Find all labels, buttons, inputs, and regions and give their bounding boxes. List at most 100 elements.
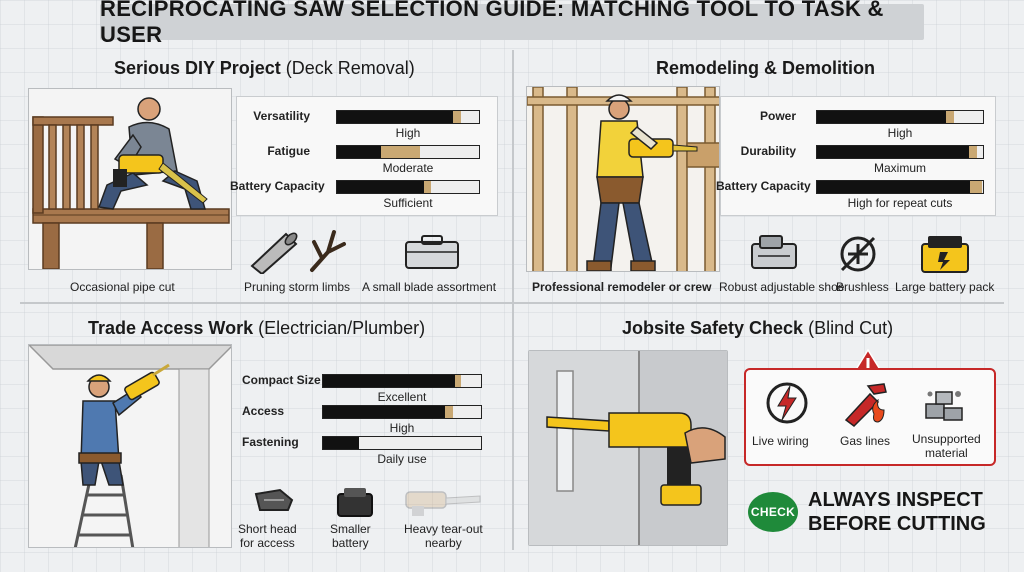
- diy-metric-label: Battery Capacity: [230, 179, 325, 193]
- remodel-caption-pro: Professional remodeler or crew: [532, 280, 712, 294]
- diy-metric-label: Versatility: [253, 109, 310, 123]
- diy-caption-blades: A small blade assortment: [362, 280, 497, 294]
- trade-metric-bar: [322, 405, 482, 419]
- diy-metric-bar: [336, 145, 480, 159]
- short-head-icon: [250, 484, 298, 521]
- diy-metric-fill: [337, 146, 381, 158]
- diy-title-main: Serious DIY Project: [114, 58, 281, 78]
- diy-section-title: Serious DIY Project (Deck Removal): [114, 58, 415, 79]
- diy-metric-fill: [337, 111, 453, 123]
- safety-section-title: Jobsite Safety Check (Blind Cut): [622, 318, 893, 339]
- hazard-caption-unsupported: Unsupported material: [912, 432, 981, 460]
- trade-illustration: [28, 344, 232, 548]
- diy-caption-pipe: Occasional pipe cut: [70, 280, 175, 294]
- trade-metric-tail: [445, 406, 454, 418]
- inspect-callout-line1: ALWAYS INSPECT: [808, 489, 983, 511]
- remodel-caption-shoe: Robust adjustable shoe: [719, 280, 845, 294]
- diy-metric-bar: [336, 180, 480, 194]
- trade-metric-label: Fastening: [242, 435, 299, 449]
- trade-metric-bar: [322, 436, 482, 450]
- inspect-callout-line2: BEFORE CUTTING: [808, 513, 986, 535]
- trade-metric-tail: [454, 375, 462, 387]
- pipe-icon: [246, 226, 302, 279]
- diy-metric-tail: [452, 111, 462, 123]
- remodel-metric-value: Maximum: [873, 161, 926, 175]
- diy-metric-value: High: [395, 126, 421, 140]
- hazard-caption-gas-line1: Gas lines: [840, 434, 891, 448]
- diy-metric-fill: [337, 181, 425, 193]
- trade-metric-fill: [323, 406, 446, 418]
- check-badge: CHECK: [748, 492, 798, 532]
- remodel-illustration: [526, 86, 720, 272]
- remodel-metric-label: Durability: [740, 144, 796, 158]
- branch-icon: [304, 222, 352, 279]
- hazard-caption-gas: Gas lines: [840, 434, 890, 448]
- trade-caption-tearout: Heavy tear-out nearby: [404, 522, 483, 550]
- faded-saw-icon: [402, 484, 482, 521]
- remodel-caption-brushless: Brushless: [836, 280, 889, 294]
- remodel-metric-fill: [817, 146, 969, 158]
- trade-title-main: Trade Access Work: [88, 318, 254, 338]
- remodel-metric-label: Power: [759, 109, 796, 123]
- remodel-metric-fill: [817, 181, 971, 193]
- remodel-metric-tail: [945, 111, 954, 123]
- page-title: RECIPROCATING SAW SELECTION GUIDE: MATCH…: [100, 0, 924, 47]
- diy-metric-label: Fatigue: [267, 144, 310, 158]
- trade-metric-label: Compact Size: [242, 373, 321, 387]
- diy-metric-bar: [336, 110, 480, 124]
- trade-metric-fill: [323, 437, 360, 449]
- remodel-caption-battery: Large battery pack: [895, 280, 995, 294]
- gas-line-icon: [840, 380, 890, 433]
- hazard-caption-wiring-line1: Live wiring: [752, 434, 809, 448]
- trade-metric-value: High: [389, 421, 415, 435]
- trade-caption-tearout-line2: nearby: [425, 536, 462, 550]
- small-battery-icon: [334, 484, 376, 523]
- trade-metric-value: Daily use: [377, 452, 427, 466]
- horizontal-divider: [20, 302, 1004, 304]
- remodel-metric-fill: [817, 111, 946, 123]
- diy-metric-value: Moderate: [382, 161, 434, 175]
- remodel-metric-bar: [816, 180, 984, 194]
- remodel-metric-tail: [968, 146, 978, 158]
- trade-metric-bar: [322, 374, 482, 388]
- hazard-caption-unsupported-line2: material: [925, 446, 968, 460]
- trade-caption-battery: Smaller battery: [330, 522, 371, 550]
- brushless-motor-icon: [836, 232, 880, 281]
- battery-pack-icon: [918, 232, 972, 281]
- safety-illustration: [528, 350, 728, 546]
- trade-caption-shorthead: Short head for access: [238, 522, 297, 550]
- trade-caption-battery-line1: Smaller: [330, 522, 371, 536]
- remodel-metric-bar: [816, 145, 984, 159]
- safety-title-sub: (Blind Cut): [808, 318, 894, 338]
- remodel-metric-value: High: [887, 126, 913, 140]
- diy-metric-value: Sufficient: [383, 196, 433, 210]
- debris-icon: [920, 382, 968, 431]
- diy-illustration: [28, 88, 232, 270]
- trade-caption-shorthead-line2: for access: [240, 536, 295, 550]
- trade-caption-shorthead-line1: Short head: [238, 522, 297, 536]
- diy-caption-limbs: Pruning storm limbs: [244, 280, 351, 294]
- diy-metric-tail: [380, 146, 421, 158]
- trade-metric-value: Excellent: [377, 390, 427, 404]
- trade-caption-tearout-line1: Heavy tear-out: [404, 522, 483, 536]
- trade-title-sub: (Electrician/Plumber): [258, 318, 426, 338]
- trade-section-title: Trade Access Work (Electrician/Plumber): [88, 318, 425, 339]
- trade-caption-battery-line2: battery: [332, 536, 369, 550]
- remodel-metric-label: Battery Capacity: [716, 179, 811, 193]
- diy-title-sub: (Deck Removal): [285, 58, 415, 78]
- trade-metric-label: Access: [242, 404, 285, 418]
- trade-metric-fill: [323, 375, 455, 387]
- adjustable-shoe-icon: [744, 230, 804, 279]
- diy-metric-tail: [424, 181, 432, 193]
- blade-case-icon: [402, 232, 462, 277]
- hazard-caption-wiring: Live wiring: [752, 434, 809, 448]
- remodel-metric-bar: [816, 110, 984, 124]
- vertical-divider: [512, 50, 514, 550]
- remodel-section-title: Remodeling & Demolition: [656, 58, 876, 78]
- inspect-callout: ALWAYS INSPECT BEFORE CUTTING: [808, 488, 986, 536]
- remodel-metric-tail: [970, 181, 982, 193]
- hazard-caption-unsupported-line1: Unsupported: [912, 432, 981, 446]
- electric-hazard-icon: [764, 380, 810, 431]
- remodel-metric-value: High for repeat cuts: [847, 196, 953, 210]
- safety-title-main: Jobsite Safety Check: [622, 318, 804, 338]
